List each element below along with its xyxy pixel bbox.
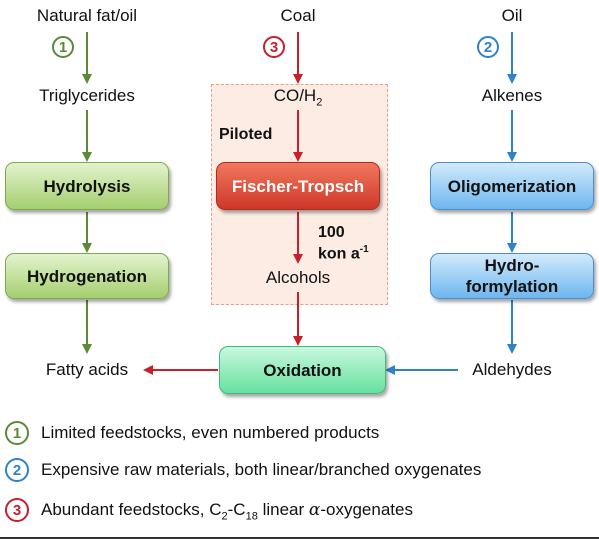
route-2-marker: 2 xyxy=(477,36,499,58)
legend-route-1-text: Limited feedstocks, even numbered produc… xyxy=(41,423,380,442)
legend-route-1-marker: 1 xyxy=(5,421,29,445)
intermediate-syngas: CO/H2 xyxy=(273,86,323,109)
hydrolysis-box: Hydrolysis xyxy=(5,162,169,210)
hydroformylation-line2: formylation xyxy=(465,277,559,296)
legend-route-2-marker: 2 xyxy=(5,458,29,482)
intermediate-aldehydes: Aldehydes xyxy=(472,360,552,379)
legend-route-3-text: Abundant feedstocks, C2-C18 linear α-oxy… xyxy=(41,500,413,523)
product-fatty-acids: Fatty acids xyxy=(45,360,129,379)
hydroformylation-box: Hydro- formylation xyxy=(430,253,594,299)
source-natural-fat-oil: Natural fat/oil xyxy=(36,6,138,25)
intermediate-alcohols: Alcohols xyxy=(265,268,331,287)
capacity-unit: kon a-1 xyxy=(318,244,369,263)
source-oil: Oil xyxy=(501,6,523,25)
legend-route-3-marker: 3 xyxy=(5,498,29,522)
hydroformylation-line1: Hydro- xyxy=(484,256,540,275)
oxidation-box: Oxidation xyxy=(219,346,386,394)
intermediate-alkenes: Alkenes xyxy=(481,86,543,105)
hydrogenation-box: Hydrogenation xyxy=(5,253,169,299)
route-3-marker: 3 xyxy=(263,36,285,58)
intermediate-triglycerides: Triglycerides xyxy=(39,86,135,105)
oligomerization-box: Oligomerization xyxy=(430,162,594,210)
route-1-marker: 1 xyxy=(52,36,74,58)
piloted-label: Piloted xyxy=(219,126,273,143)
source-coal: Coal xyxy=(280,6,316,25)
legend-route-2-text: Expensive raw materials, both linear/bra… xyxy=(41,460,482,479)
capacity-value: 100 xyxy=(318,224,345,241)
bottom-border xyxy=(0,537,599,539)
fischer-tropsch-box: Fischer-Tropsch xyxy=(216,162,380,210)
